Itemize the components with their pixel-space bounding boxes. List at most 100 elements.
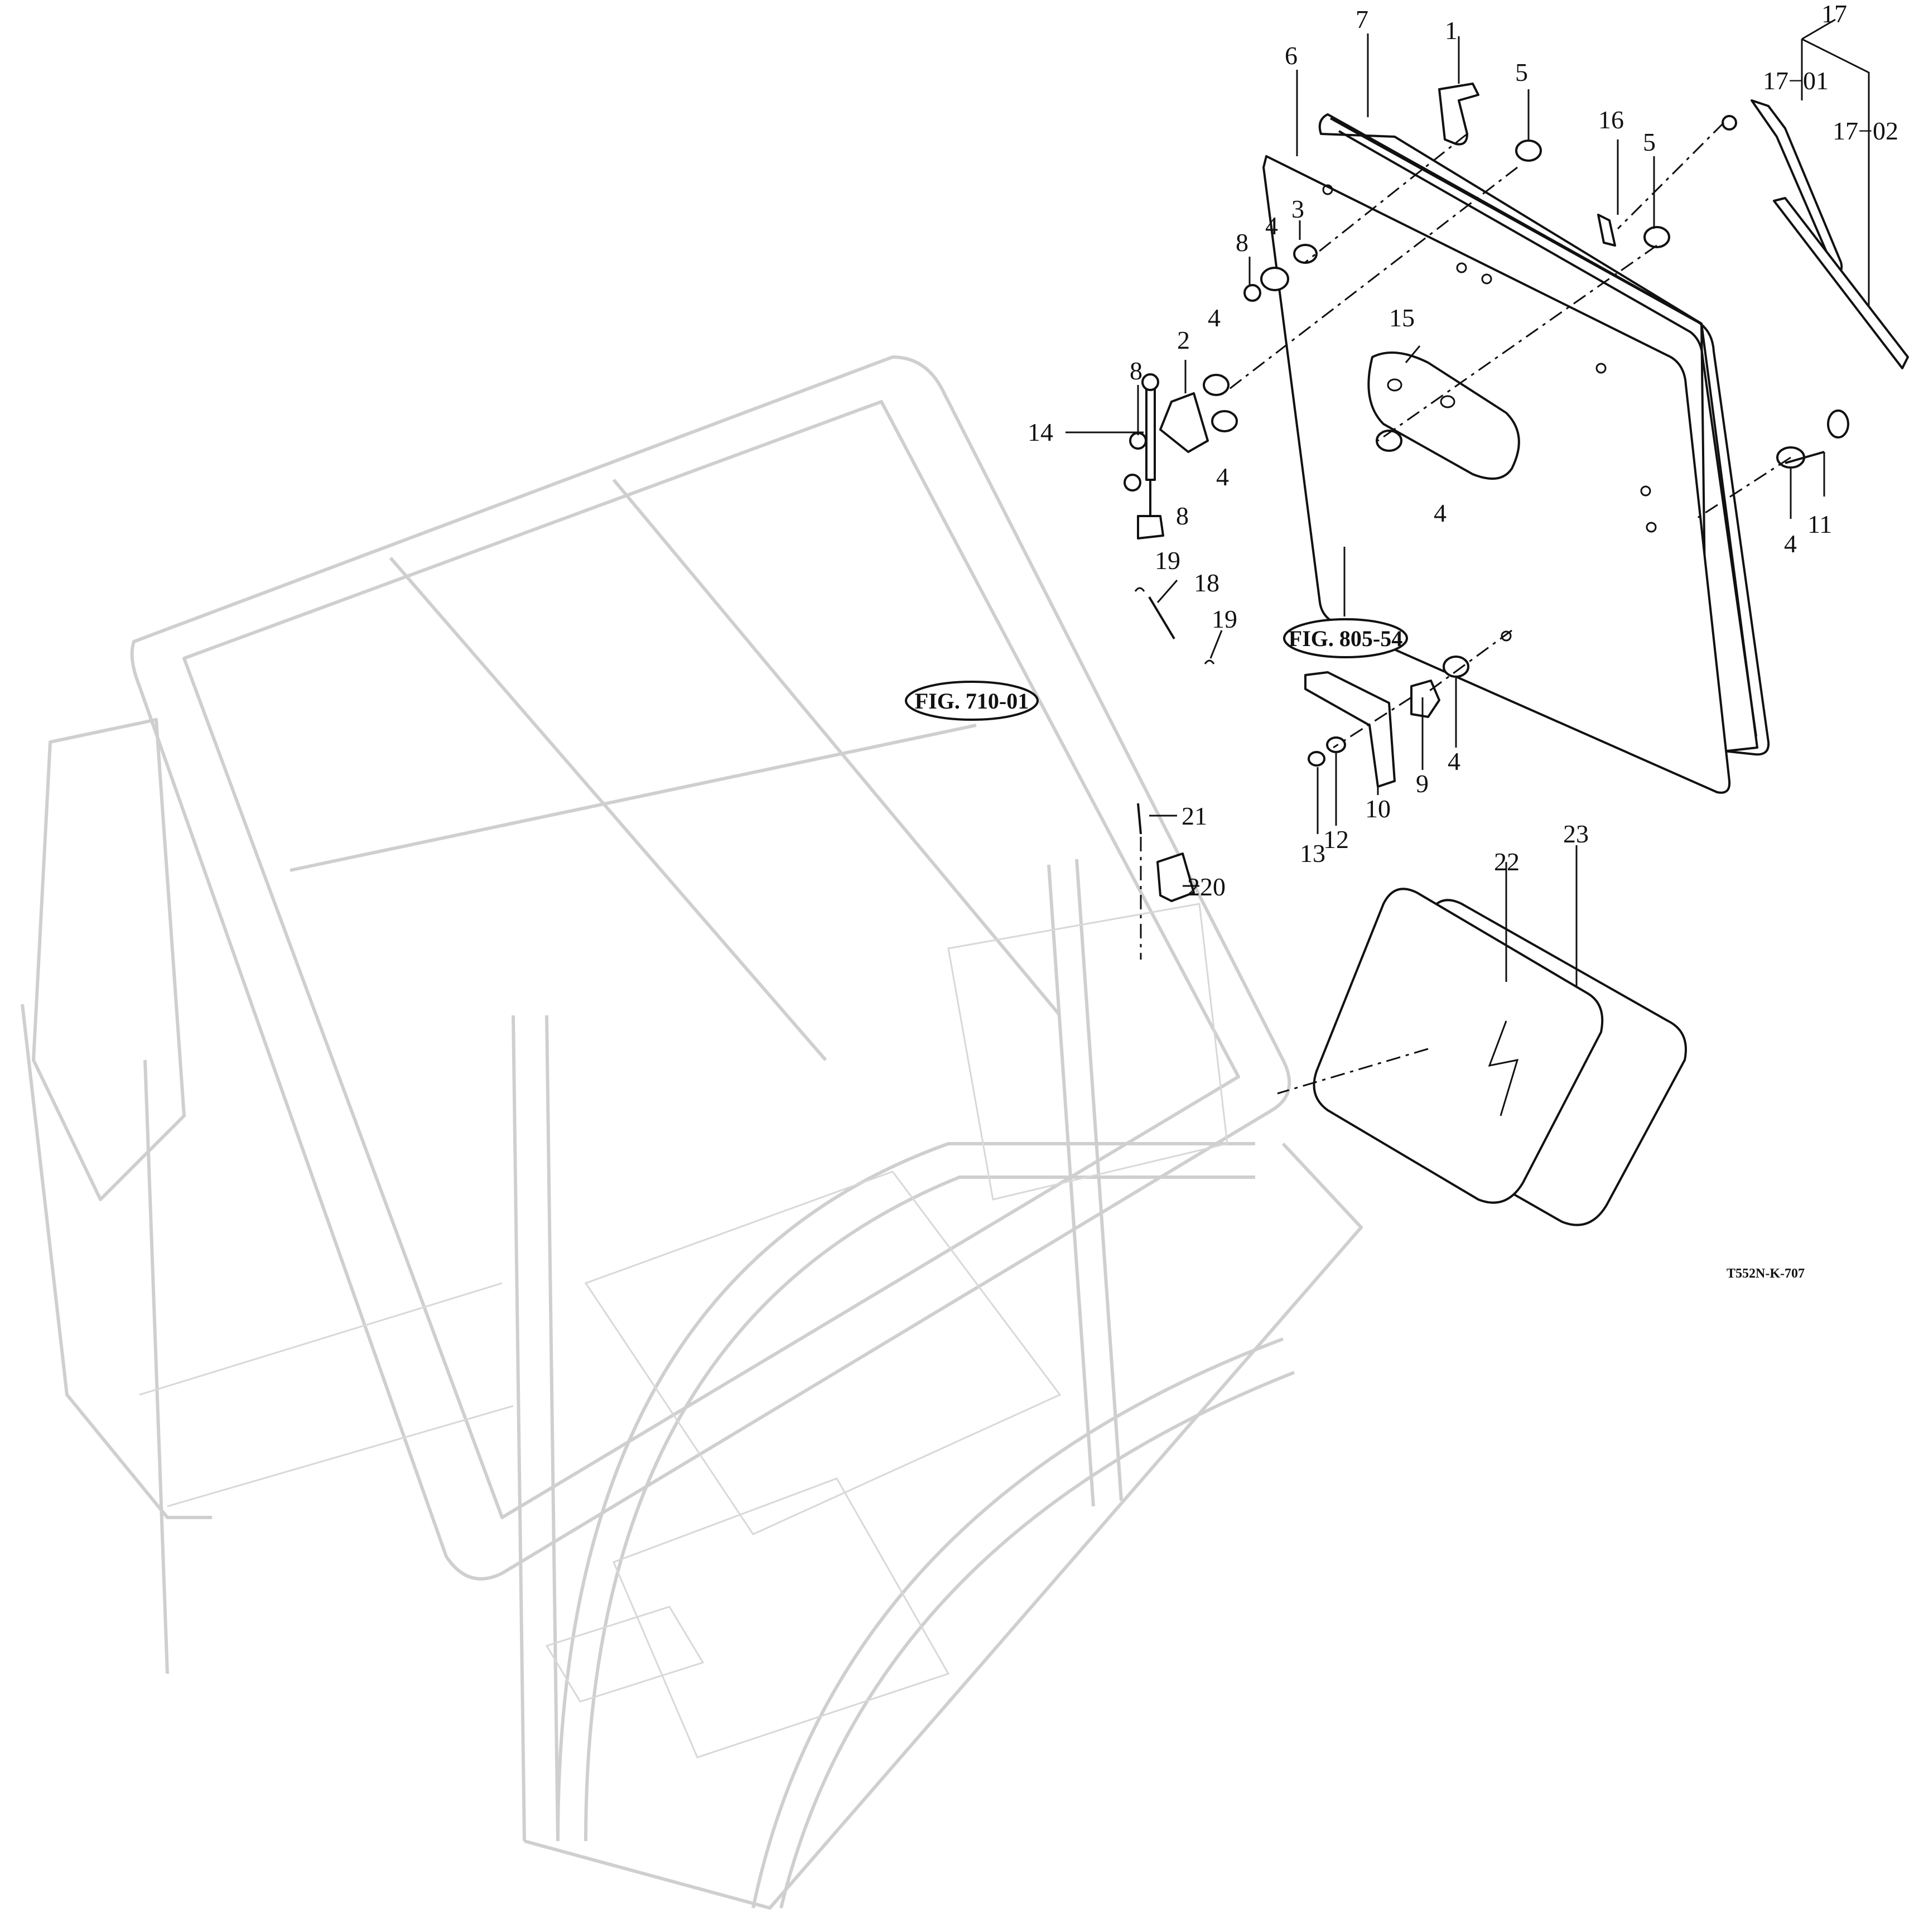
bolt [1124,474,1141,492]
bolt [1785,451,1825,464]
washer-nozzle [1597,214,1616,247]
plate-hole [1440,395,1455,408]
callout-8: 8 [1130,356,1142,385]
callout-17: 17 [1821,0,1847,28]
lower-brace [167,1405,514,1507]
callout-10: 10 [1365,794,1391,823]
door-arch [584,1175,1255,1842]
roof-frame [130,355,1291,1581]
figure-reference-710-01: FIG. 710-01 [905,681,1039,721]
pin [1148,596,1175,640]
callout-4: 4 [1265,211,1278,240]
glass-reflection-mark [1488,1020,1519,1116]
leader-line [1801,38,1870,123]
callout-14: 14 [1028,418,1053,446]
callout-2: 2 [1177,326,1190,354]
washer [1376,430,1402,452]
callout-9: 9 [1416,769,1429,798]
callout-1: 1 [1445,16,1458,45]
callout-19: 19 [1212,605,1237,633]
gas-strut-end [1137,515,1164,539]
callout-17-02: 17−02 [1833,117,1898,145]
callout-3: 3 [1291,195,1304,223]
wiper-nut [1722,115,1737,131]
gas-strut-end [1141,373,1159,391]
callout-13: 13 [1300,839,1325,868]
rear-pillar [1075,859,1123,1501]
front-pillar [545,1015,560,1842]
plate-hole [1387,378,1402,392]
reference-bubble [1283,618,1408,658]
figure-reference-label: FIG. 710-01 [915,688,1029,714]
assembly-line [1695,456,1791,520]
callout-11: 11 [1807,510,1832,538]
cab-frame-ghost [21,355,1363,1910]
callout-23: 23 [1563,820,1589,848]
callout-4: 4 [1448,747,1460,775]
drawing-code: T552N-K-707 [1727,1266,1805,1281]
roof-cross-member [290,724,977,872]
strut-bracket [1159,392,1209,453]
callout-5: 5 [1643,128,1656,156]
glass-hole [1322,184,1333,195]
assembly-line [1277,1048,1429,1095]
rear-fender-arch [751,1337,1284,1909]
window-seal-outer [1330,117,1770,756]
roof-cross-member [612,479,1062,1016]
bolt [1243,284,1261,302]
grommet [1643,226,1670,248]
glass-hole [1501,630,1512,642]
callout-12: 12 [1323,825,1349,854]
left-window-frame [21,1004,212,1519]
callout-16: 16 [1598,105,1624,134]
callout-5: 5 [1515,58,1528,86]
rear-fender-arch [779,1371,1295,1909]
washer [1211,410,1238,432]
assembly-line [1377,244,1657,442]
washer [1293,244,1318,264]
callout-4: 4 [1208,303,1221,332]
rear-window-ghost [947,903,1228,1201]
callout-4: 4 [1784,529,1797,558]
rear-pillar [1047,864,1095,1507]
callout-6: 6 [1285,41,1298,70]
assembly-line [1428,629,1512,693]
glass-hole [1640,485,1651,497]
window-seal-inner [1338,130,1757,737]
left-window-frame [32,718,186,1201]
floor-panel [584,1170,1062,1535]
side-panel [1313,888,1604,1204]
washer [1260,267,1289,291]
leader-line [1405,345,1421,363]
callout-19: 19 [1155,546,1180,575]
glass-hole [1481,273,1492,285]
figure-reference-805-54: FIG. 805-54 [1283,618,1408,658]
callout-18: 18 [1194,568,1219,597]
catch-block [1156,852,1195,902]
leader-line [1156,580,1178,603]
nut [1308,751,1325,767]
grommet [1515,139,1542,162]
wiper-arm [1751,99,1843,274]
screw [1137,803,1142,835]
clip [1134,587,1145,592]
callout-4: 4 [1434,499,1447,527]
callouts: 1 5 7 6 16 5 17 17−01 17−02 3 4 8 4 15 2… [1028,0,1898,901]
window-seal [1318,113,1758,754]
front-pillar [512,1015,526,1842]
window-hinge [1438,83,1479,146]
lower-brace [139,1282,503,1396]
floor-panel [613,1477,950,1758]
glass-hole [1595,363,1607,374]
bolt-head [1827,409,1849,439]
roof-frame-inner [182,400,1240,1519]
bolt [1129,432,1147,450]
step-ghost [545,1606,705,1703]
roof-cross-member [389,557,827,1061]
latch-handle [1304,671,1396,788]
callout-220: 220 [1187,873,1226,901]
leader-lines [1066,18,1870,987]
callout-21: 21 [1182,802,1207,830]
